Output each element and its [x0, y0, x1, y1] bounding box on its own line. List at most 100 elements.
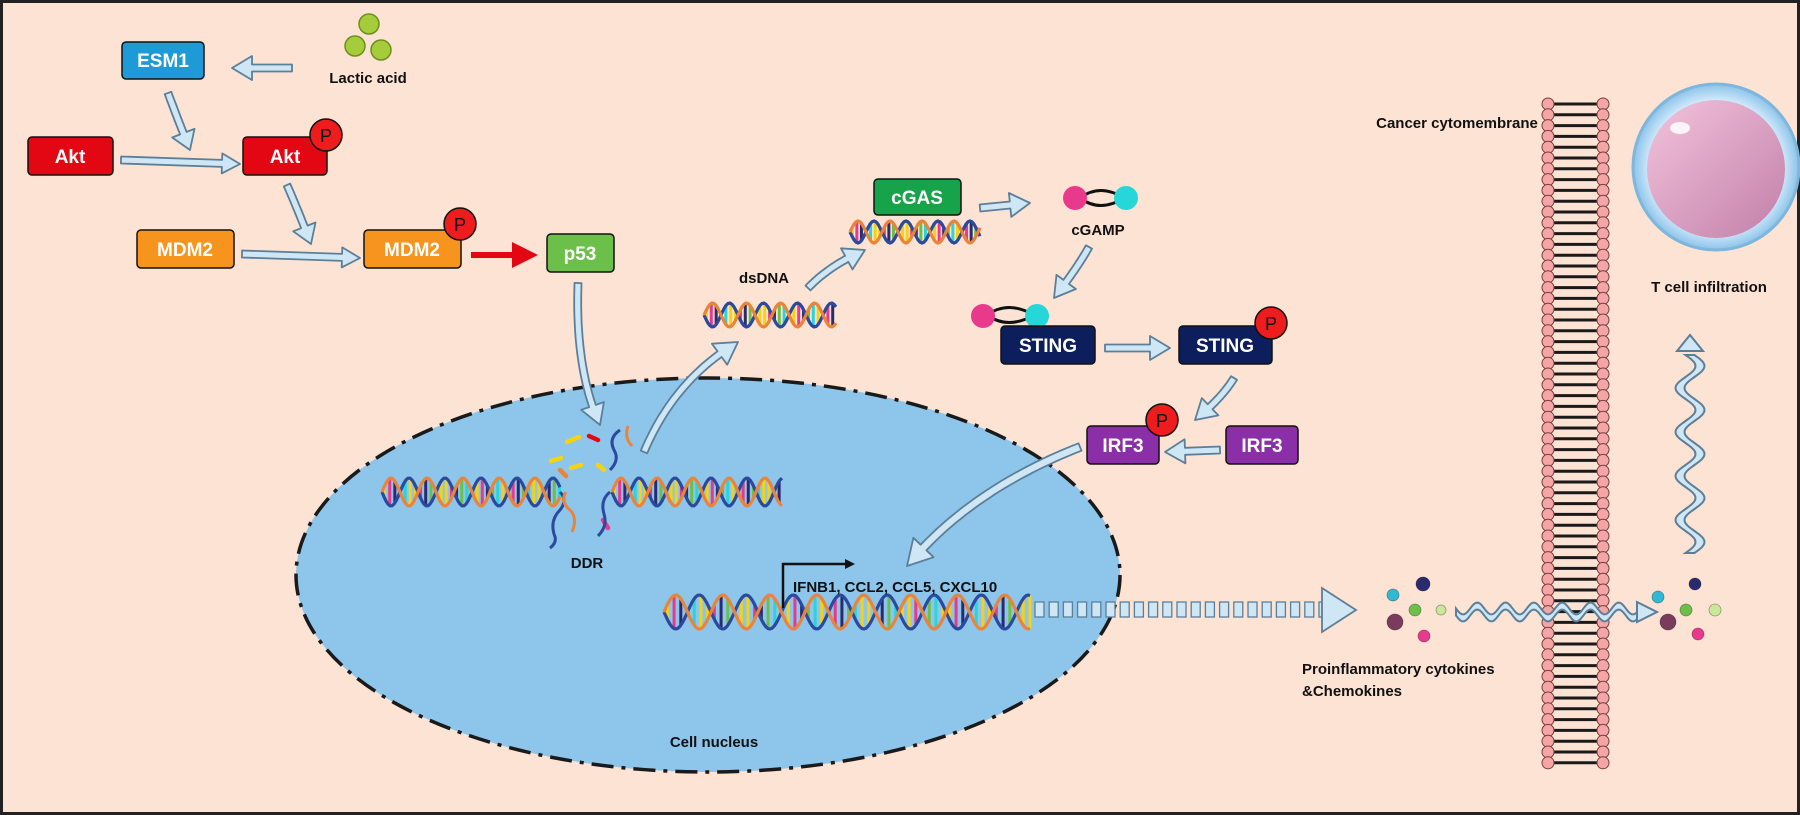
secretion-arrow-dash	[1091, 601, 1102, 618]
mdm2-phospho-node: MDM2	[363, 229, 462, 269]
cgas-label: cGAS	[891, 188, 943, 209]
stingp-to-irf3p-arrow	[1194, 375, 1238, 421]
lipid-head	[1596, 529, 1610, 543]
lipid-head	[1541, 173, 1555, 187]
lipid-head	[1541, 108, 1555, 122]
broken-strand	[625, 425, 634, 448]
dna-strand	[380, 476, 562, 508]
p53-label: p53	[564, 244, 597, 265]
lipid-head	[1596, 734, 1610, 748]
lipid-head	[1596, 572, 1610, 586]
secretion-arrow-dash	[1275, 601, 1287, 618]
lipid-head	[1596, 702, 1610, 716]
cgas-node: cGAS	[873, 178, 962, 216]
lipid-head	[1541, 129, 1555, 143]
cell-nucleus-label: Cell nucleus	[670, 734, 758, 751]
lipid-head	[1541, 507, 1555, 521]
lipid-head	[1541, 551, 1555, 565]
lipid-head	[1596, 475, 1610, 489]
cancer-cytomembrane	[1541, 97, 1610, 770]
cytokine-dot	[1688, 577, 1702, 591]
secretion-arrow-dash	[1133, 601, 1145, 618]
lipid-head	[1541, 756, 1555, 770]
lipid-head	[1596, 281, 1610, 295]
lipid-head	[1596, 129, 1610, 143]
lipid-head	[1541, 475, 1555, 489]
lipid-head	[1596, 626, 1610, 640]
lipid-head	[1541, 583, 1555, 597]
secretion-arrow-dash	[1105, 601, 1116, 618]
transcription-start-arrow	[781, 559, 855, 608]
lipid-head	[1596, 291, 1610, 305]
broken-strand	[562, 491, 577, 533]
p-label: P	[1265, 314, 1277, 334]
lipid-head	[1596, 443, 1610, 457]
lipid-head	[1596, 356, 1610, 370]
lipid-head	[1541, 216, 1555, 230]
lipid-head	[1596, 151, 1610, 165]
p-label: P	[454, 215, 466, 235]
mdm2-node: MDM2	[136, 229, 235, 269]
secretion-arrow-dash	[1218, 601, 1230, 618]
lipid-head	[1541, 432, 1555, 446]
dna-helix-right	[610, 476, 784, 508]
mdm2-p-label: MDM2	[384, 240, 440, 261]
lipid-head	[1541, 518, 1555, 532]
lipid-head	[1596, 745, 1610, 759]
dsdna-helix	[702, 301, 838, 329]
lipid-head	[1596, 183, 1610, 197]
irf3-phospho-badge: P	[1145, 403, 1179, 437]
dna-strand	[702, 301, 838, 329]
lipid-head	[1541, 648, 1555, 662]
dna-fragment	[557, 467, 569, 479]
lipid-head	[1596, 583, 1610, 597]
p53-node: p53	[546, 233, 615, 273]
arrow-layer	[120, 55, 1238, 567]
lipid-head	[1596, 378, 1610, 392]
secretion-arrow-dash	[1204, 601, 1216, 618]
lipid-head	[1541, 443, 1555, 457]
lipid-head	[1596, 680, 1610, 694]
lipid-head	[1541, 561, 1555, 575]
secretion-arrow-dash	[1034, 601, 1045, 618]
lipid-head	[1541, 248, 1555, 262]
lipid-head	[1596, 140, 1610, 154]
akt-to-aktp-arrow	[120, 152, 241, 175]
broken-strand	[596, 490, 611, 538]
cgas-bound-dna-helix	[848, 219, 982, 245]
lipid-head	[1541, 313, 1555, 327]
lipid-head	[1596, 497, 1610, 511]
lipid-head	[1541, 291, 1555, 305]
lipid-head	[1541, 356, 1555, 370]
lipid-head	[1596, 173, 1610, 187]
cytokine-dot	[1415, 576, 1431, 592]
secretion-arrow-dash	[1119, 601, 1130, 618]
lipid-head	[1541, 421, 1555, 435]
lipid-head	[1541, 324, 1555, 338]
t-cell-infiltration-label: T cell infiltration	[1651, 279, 1767, 296]
sting-node: STING	[1000, 325, 1096, 365]
broken-strand	[608, 428, 621, 472]
lipid-head	[1541, 637, 1555, 651]
lipid-head	[1596, 194, 1610, 208]
dna-fragment	[548, 455, 564, 464]
dna-fragment	[568, 462, 584, 471]
lipid-head	[1541, 335, 1555, 349]
lipid-head	[1541, 367, 1555, 381]
esm1-node: ESM1	[121, 41, 205, 80]
lipid-head	[1596, 270, 1610, 284]
lipid-head	[1596, 162, 1610, 176]
sting-phospho-badge: P	[1254, 306, 1288, 340]
cancer-cytomembrane-label: Cancer cytomembrane	[1376, 115, 1538, 132]
lipid-head	[1541, 162, 1555, 176]
lipid-head	[1541, 594, 1555, 608]
aktp-to-mdm2p-arrow	[282, 182, 317, 245]
lactic-to-esm1-arrow	[231, 55, 293, 81]
sting-p-label: STING	[1196, 336, 1254, 357]
cytokine-dot	[1651, 590, 1665, 604]
lipid-head	[1541, 723, 1555, 737]
lipid-head	[1596, 713, 1610, 727]
lipid-head	[1541, 691, 1555, 705]
lipid-head	[1596, 108, 1610, 122]
